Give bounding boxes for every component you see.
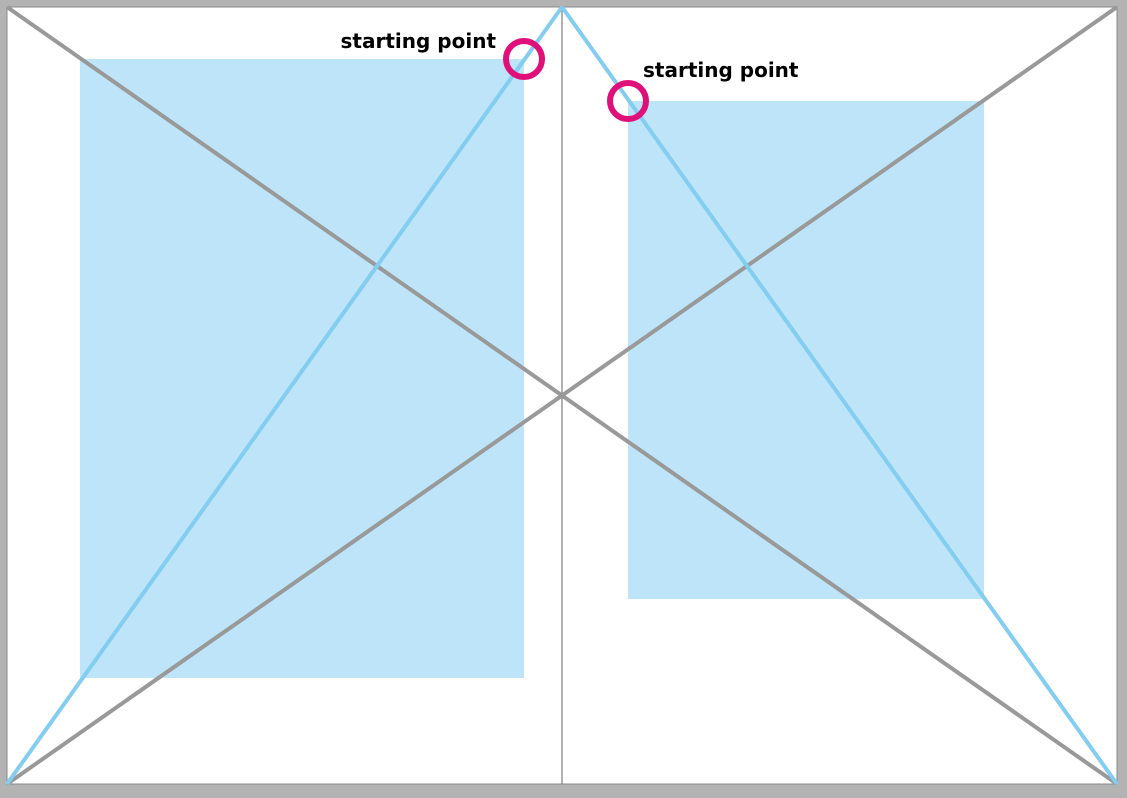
spread-diagonal-bl-tr [5,5,1119,786]
left-starting-point-marker [503,38,545,80]
left-page-diagonal [5,5,564,786]
left-starting-point-label: starting point [341,29,497,53]
right-page-diagonal [560,5,1119,786]
right-starting-point-marker [607,80,649,122]
right-starting-point-label: starting point [643,58,799,82]
